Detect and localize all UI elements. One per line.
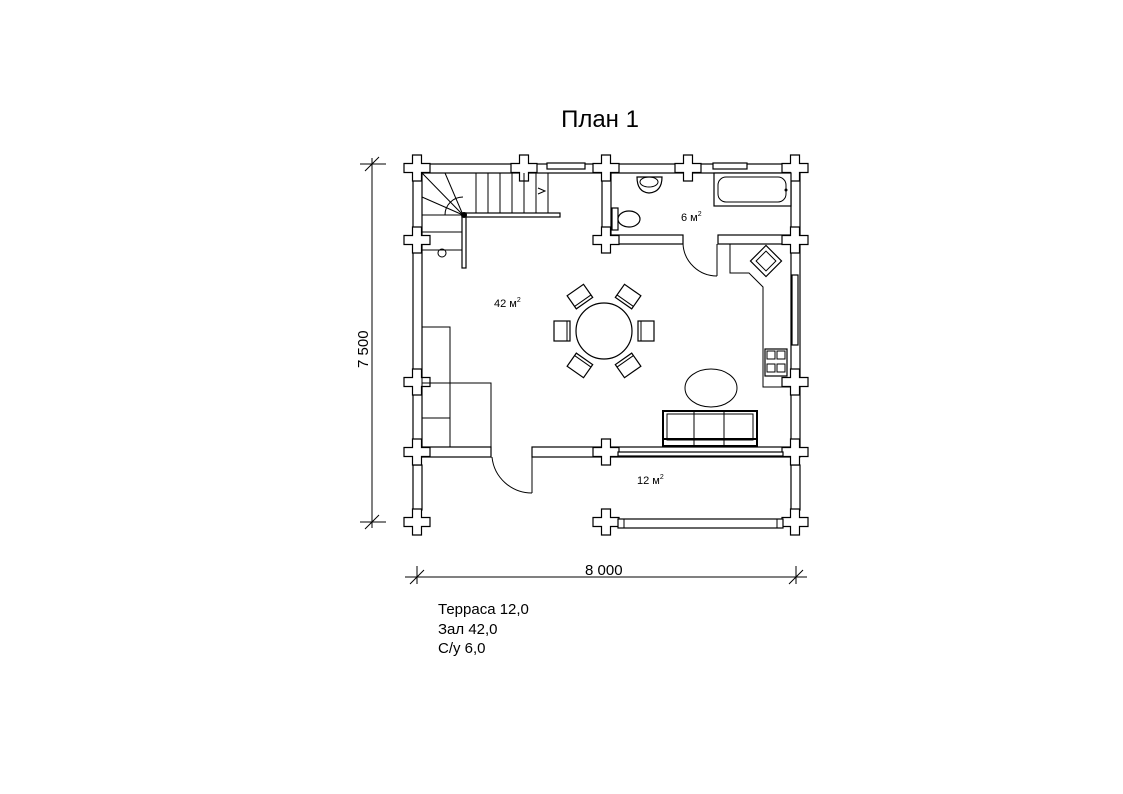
log-corner (592, 438, 620, 466)
rug (684, 368, 738, 408)
log-corner (510, 154, 538, 182)
plan-title: План 1 (561, 106, 639, 133)
legend-hall: Зал 42,0 (438, 620, 498, 638)
walls (403, 154, 809, 536)
legend-terrace: Терраса 12,0 (438, 601, 529, 618)
sofa (662, 410, 758, 447)
legend-bathroom: С/у 6,0 (438, 640, 486, 657)
dimension-vertical: 7 500 (355, 156, 386, 530)
log-corner (592, 508, 620, 536)
log-corner (781, 438, 809, 466)
area-legend: Терраса 12,0 Зал 42,0 С/у 6,0 (438, 600, 529, 659)
log-corner (403, 438, 431, 466)
chair (614, 283, 642, 310)
dimension-height-label: 7 500 (355, 330, 372, 368)
dining-table (553, 283, 655, 379)
chair (637, 320, 655, 342)
bathroom-door (682, 240, 718, 277)
chair (614, 352, 642, 379)
dimension-horizontal: 8 000 (405, 562, 807, 585)
log-corner (403, 154, 431, 182)
log-corner (592, 154, 620, 182)
chair (553, 320, 571, 342)
kitchen (729, 244, 791, 388)
dimension-width-label: 8 000 (585, 562, 623, 579)
log-corner (403, 508, 431, 536)
entrance-door (491, 456, 533, 494)
chair (566, 352, 594, 379)
room-area-terrace: 12 м2 (637, 474, 664, 487)
log-corner (781, 226, 809, 254)
log-corner (403, 226, 431, 254)
log-corner (674, 154, 702, 182)
log-corner (781, 508, 809, 536)
room-area-bathroom: 6 м2 (681, 211, 702, 224)
bathroom-fixtures (611, 172, 792, 231)
room-area-hall: 42 м2 (494, 297, 521, 310)
log-corner (592, 226, 620, 254)
staircase (421, 172, 561, 269)
log-corner (781, 368, 809, 396)
built-in-storage (421, 326, 492, 448)
chair (566, 283, 594, 310)
log-corner (781, 154, 809, 182)
log-corner (403, 368, 431, 396)
